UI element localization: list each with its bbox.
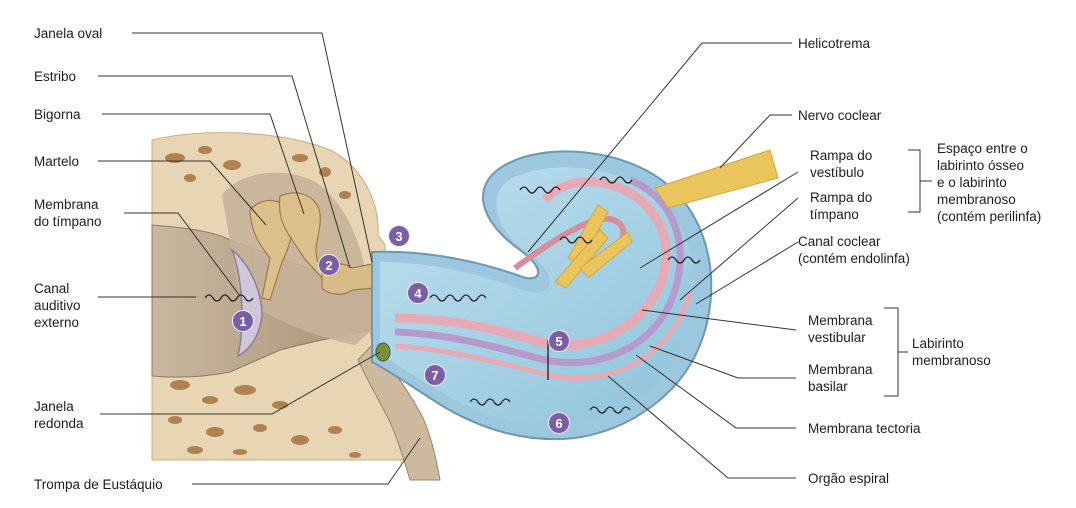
label-membrana-basilar: Membrana basilar bbox=[808, 361, 873, 395]
step-badge-5: 5 bbox=[548, 330, 570, 352]
label-membrana-vestibular: Membrana vestibular bbox=[808, 312, 873, 346]
label-espaco-perilinfa: Espaço entre o labirinto ósseo e o labir… bbox=[937, 140, 1041, 225]
label-membrana-timpano: Membrana do tímpano bbox=[34, 196, 102, 230]
label-nervo-coclear: Nervo coclear bbox=[798, 107, 881, 124]
bracket-labirinto bbox=[884, 308, 898, 396]
label-rampa-timpano: Rampa do tímpano bbox=[810, 189, 872, 223]
label-canal-auditivo: Canal auditivo externo bbox=[34, 280, 81, 331]
round-window bbox=[376, 343, 390, 361]
step-badge-2: 2 bbox=[318, 254, 340, 276]
label-bigorna: Bigorna bbox=[34, 106, 81, 123]
step-badge-3: 3 bbox=[388, 225, 410, 247]
step-badge-4: 4 bbox=[407, 282, 429, 304]
label-trompa-eustaquio: Trompa de Eustáquio bbox=[34, 476, 163, 493]
bracket-espaco bbox=[908, 150, 920, 212]
step-badge-6: 6 bbox=[548, 412, 570, 434]
label-helicotrema: Helicotrema bbox=[798, 35, 870, 52]
label-janela-redonda: Janela redonda bbox=[34, 398, 84, 432]
label-labirinto-membranoso: Labirinto membranoso bbox=[912, 335, 991, 369]
step-badge-1: 1 bbox=[232, 310, 254, 332]
label-canal-coclear: Canal coclear (contém endolinfa) bbox=[798, 233, 910, 267]
label-membrana-tectoria: Membrana tectoria bbox=[808, 420, 921, 437]
label-rampa-vestibulo: Rampa do vestíbulo bbox=[810, 147, 872, 181]
label-janela-oval: Janela oval bbox=[34, 25, 102, 42]
label-orgao-espiral: Orgão espiral bbox=[808, 470, 889, 487]
step-badge-7: 7 bbox=[424, 364, 446, 386]
label-martelo: Martelo bbox=[34, 153, 79, 170]
label-estribo: Estribo bbox=[34, 68, 76, 85]
